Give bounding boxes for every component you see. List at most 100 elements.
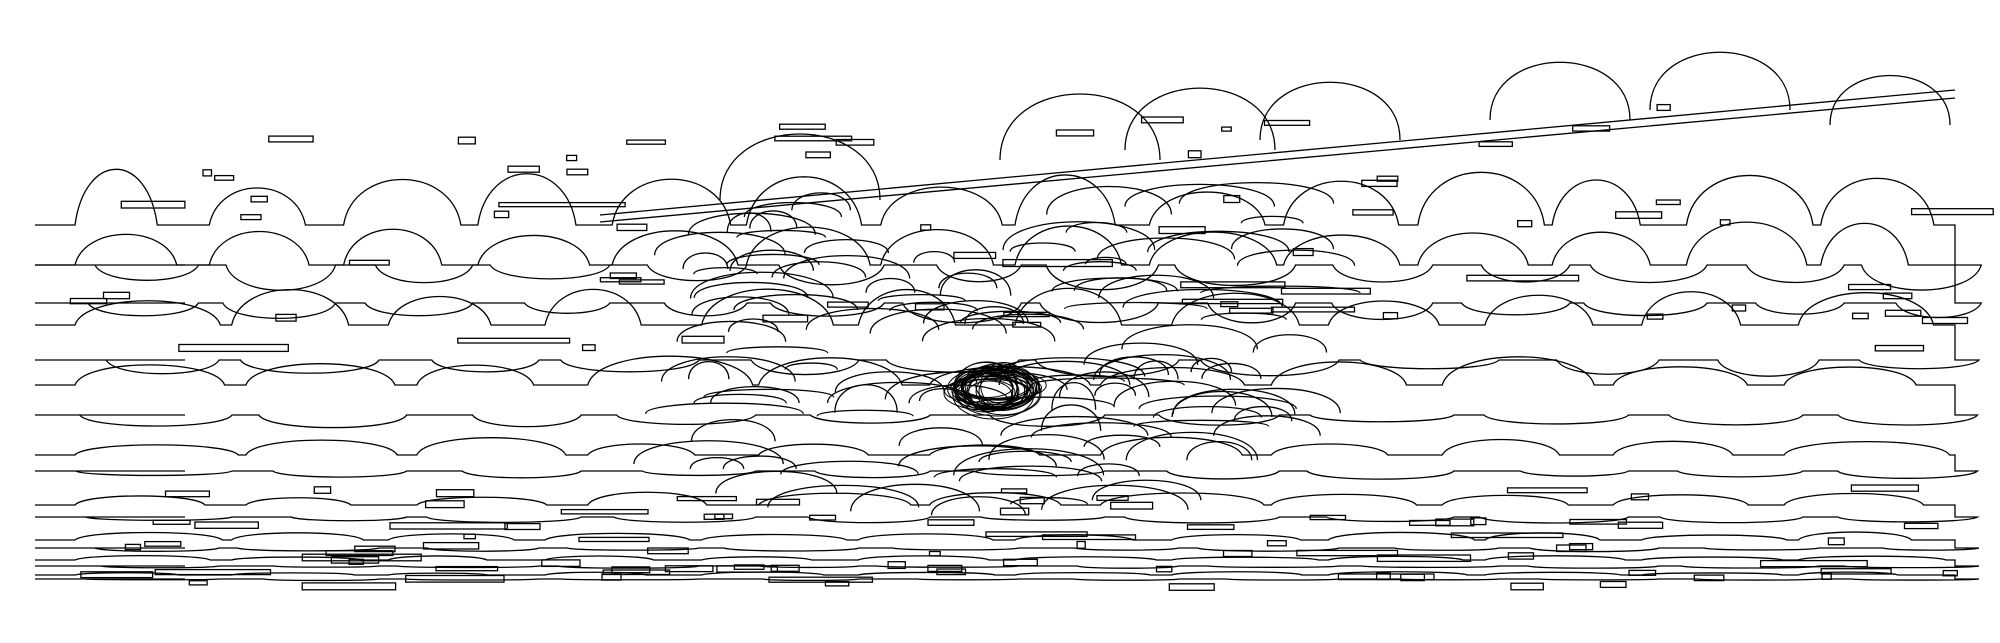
small-rect — [493, 210, 510, 219]
wave-strip — [35, 168, 1983, 291]
curve-stroke — [959, 310, 1062, 324]
wave-strip — [35, 531, 1980, 553]
curve-stroke — [803, 239, 890, 254]
curve-stroke — [726, 253, 820, 266]
curve-stroke — [783, 255, 911, 279]
curve-stroke — [1200, 312, 1287, 321]
small-rect — [435, 565, 499, 572]
curve-stroke — [709, 386, 800, 404]
small-rect — [1572, 125, 1611, 132]
curve-stroke — [682, 252, 729, 270]
small-rect — [676, 495, 738, 502]
curve-stroke — [958, 465, 1103, 482]
small-rect — [809, 514, 837, 521]
small-rect — [566, 168, 589, 176]
small-rect — [914, 303, 945, 311]
small-rect — [1292, 247, 1314, 257]
small-rect — [354, 545, 396, 553]
curve-stroke — [691, 296, 790, 315]
small-rect — [268, 135, 314, 143]
curve-stroke — [834, 371, 945, 393]
curve-stroke — [897, 445, 1057, 467]
curve-stroke — [1051, 382, 1097, 410]
arc-bulb — [1259, 81, 1401, 141]
curve-stroke — [1046, 185, 1173, 215]
curve-stroke — [1062, 261, 1137, 272]
curve-stroke — [693, 281, 809, 299]
small-rect — [498, 201, 626, 208]
small-rect — [1693, 574, 1725, 582]
curve-stroke — [729, 249, 815, 271]
small-rect — [301, 553, 422, 562]
small-rect — [1019, 496, 1045, 505]
small-rect — [1266, 540, 1287, 547]
small-rect — [504, 522, 541, 531]
small-rect — [1376, 175, 1399, 182]
small-rect — [1874, 344, 1925, 352]
small-rect — [602, 569, 671, 576]
curve-stroke — [653, 231, 786, 256]
curve-stroke — [1178, 182, 1335, 204]
small-rect — [1517, 219, 1533, 228]
small-rect — [348, 259, 390, 266]
curve-stroke — [1000, 416, 1149, 436]
small-rect — [1599, 580, 1627, 589]
curve-stroke — [933, 468, 1058, 479]
curve-stroke — [644, 402, 804, 415]
small-rect — [69, 297, 108, 305]
diagonal-line — [599, 89, 1956, 216]
small-rect — [1229, 307, 1274, 314]
small-rect — [1568, 542, 1594, 551]
small-rect — [1435, 518, 1475, 527]
small-rect — [647, 547, 689, 555]
small-rect — [1012, 321, 1042, 328]
small-rect — [1055, 129, 1095, 137]
small-rect — [928, 550, 941, 557]
small-rect — [1470, 517, 1487, 526]
small-rect — [999, 507, 1030, 516]
curve-stroke — [1133, 360, 1179, 380]
curve-stroke — [1083, 342, 1199, 365]
curve-stroke — [1073, 277, 1168, 291]
arc-bulb — [1124, 87, 1276, 151]
small-rect — [1002, 258, 1113, 268]
small-rect — [1096, 495, 1129, 501]
curve-stroke — [1236, 249, 1356, 266]
curve-stroke — [1124, 183, 1276, 207]
small-rect — [1555, 544, 1587, 553]
curve-stroke — [1230, 228, 1335, 250]
small-rect — [774, 135, 853, 142]
small-rect — [1820, 568, 1892, 575]
curve-stroke — [1098, 274, 1215, 299]
small-rect — [1617, 521, 1664, 529]
curve-stroke — [1240, 215, 1304, 224]
small-rect — [770, 564, 800, 572]
wave-strip — [35, 436, 1980, 480]
curve-stroke — [715, 470, 838, 494]
small-rect — [1851, 312, 1869, 320]
curve-stroke — [1147, 230, 1290, 253]
small-rect — [275, 313, 297, 322]
small-rect — [202, 169, 213, 177]
small-rect — [1628, 569, 1657, 576]
small-rect — [1408, 519, 1451, 526]
wave-strip — [35, 571, 1980, 582]
curve-stroke — [978, 450, 1072, 463]
small-rect — [826, 301, 869, 308]
small-rect — [124, 543, 142, 551]
curve-stroke — [850, 483, 981, 512]
small-rect — [927, 564, 963, 573]
small-rect — [768, 576, 874, 583]
small-rect — [1656, 103, 1671, 112]
small-rect — [1041, 534, 1137, 541]
small-rect — [664, 565, 714, 573]
small-rect — [1478, 141, 1513, 148]
curve-stroke — [988, 433, 1105, 460]
small-rect — [1076, 540, 1086, 549]
small-rect — [1884, 309, 1922, 317]
small-rect — [1827, 537, 1845, 546]
knot-loop — [953, 374, 1043, 401]
small-rect — [1158, 226, 1206, 235]
curve-stroke — [1094, 382, 1137, 396]
curve-stroke — [703, 388, 835, 398]
